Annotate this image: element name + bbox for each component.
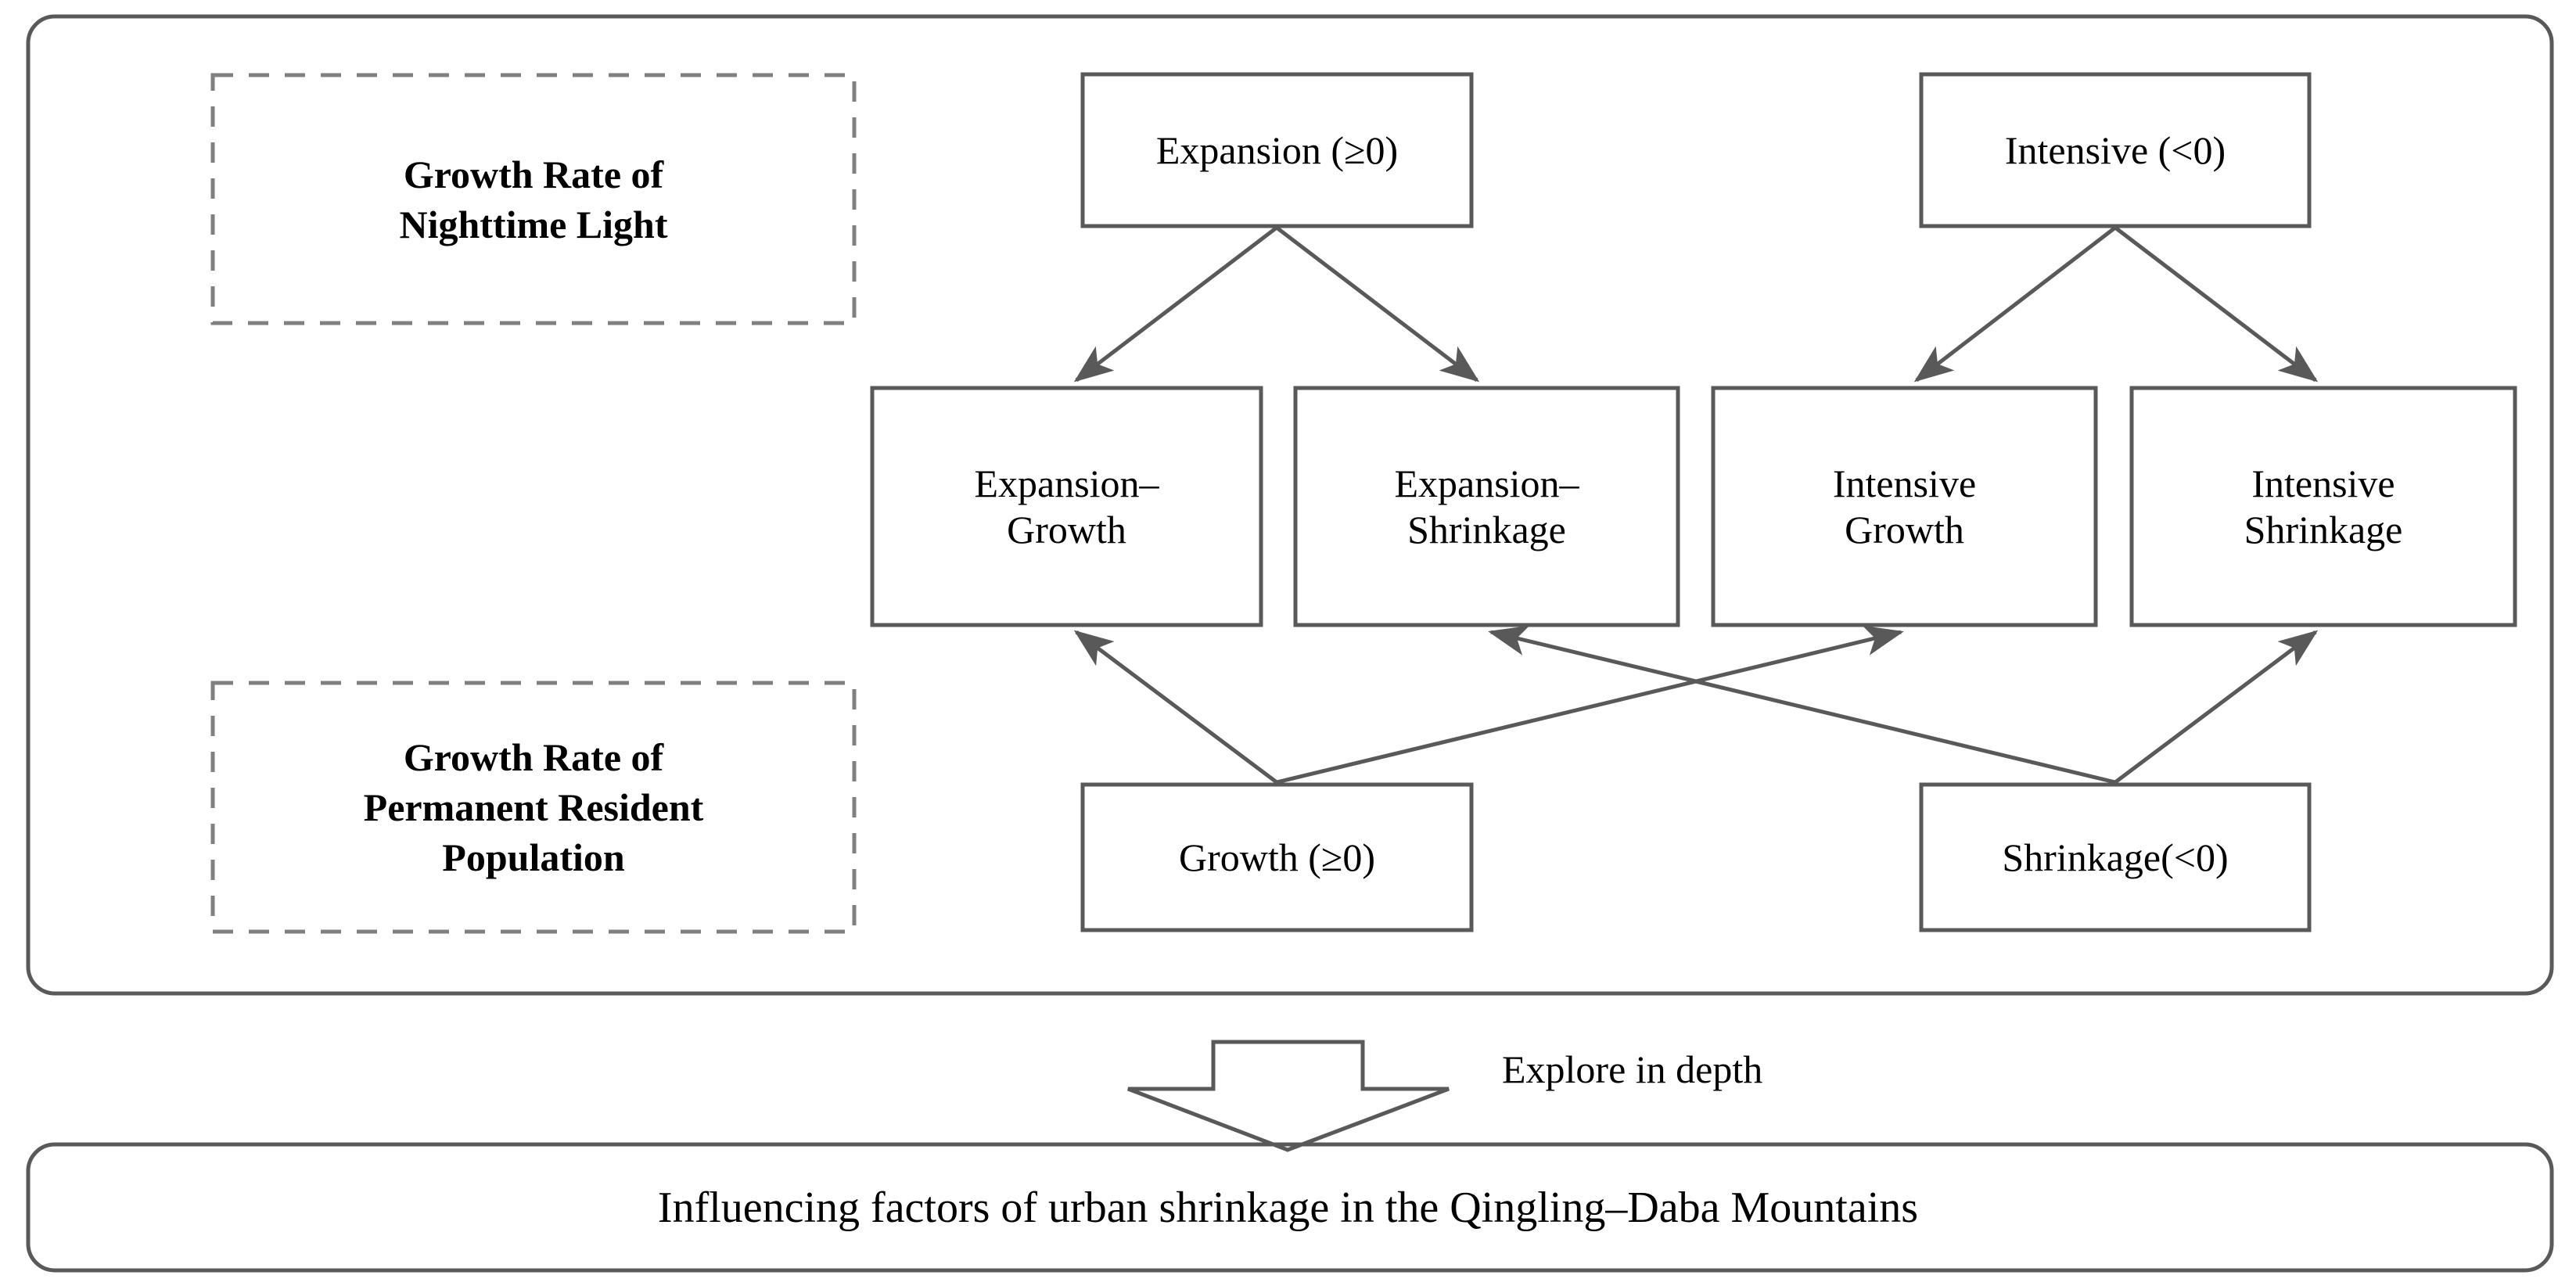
edge-expansion-to-expansion-growth <box>1073 226 1278 383</box>
edge-growth-to-intensive-growth <box>1276 625 1904 785</box>
node-box-shrinkage <box>1919 782 2312 932</box>
explore-in-depth-label: Explore in depth <box>1502 1047 1763 1091</box>
legend-box-nighttime-light <box>210 73 857 325</box>
legend-label-nighttime-light: Growth Rate of Nighttime Light <box>399 152 668 246</box>
node-shrinkage[interactable] <box>1921 785 2309 930</box>
node-box-expansion-shrinkage <box>1293 386 1680 627</box>
legend-box-population <box>210 681 857 934</box>
node-box-intensive <box>1919 72 2312 228</box>
edge-intensive-to-intensive-shrinkage <box>2114 226 2319 383</box>
edge-expansion-to-expansion-shrinkage <box>1275 226 1480 383</box>
edge-shrinkage-to-expansion-shrinkage <box>1488 625 2116 785</box>
edge-growth-to-expansion-growth <box>1073 630 1278 784</box>
node-box-expansion-growth <box>870 386 1263 627</box>
node-box-intensive-growth <box>1711 386 2098 627</box>
edge-shrinkage-to-intensive-shrinkage <box>2114 630 2319 784</box>
edge-intensive-to-intensive-growth <box>1913 226 2117 383</box>
footer-panel[interactable] <box>28 1144 2552 1270</box>
footer-title: Influencing factors of urban shrinkage i… <box>657 1183 1919 1232</box>
node-box-growth <box>1080 782 1474 932</box>
node-intensive-growth[interactable] <box>1713 388 2096 625</box>
upper-panel-border <box>26 14 2554 996</box>
node-expansion-growth[interactable] <box>872 388 1261 625</box>
node-box-expansion <box>1080 72 1474 228</box>
node-box-intensive-shrinkage <box>2129 386 2517 627</box>
node-expansion[interactable] <box>1083 74 1471 226</box>
node-intensive[interactable] <box>1921 74 2309 226</box>
legend-label-population: Growth Rate of Permanent Resident Popula… <box>363 735 704 879</box>
node-intensive-shrinkage[interactable] <box>2132 388 2515 625</box>
node-expansion-shrinkage[interactable] <box>1295 388 1678 625</box>
down-block-arrow-icon <box>1127 1040 1450 1152</box>
footer-panel-border <box>26 1142 2554 1273</box>
node-growth[interactable] <box>1083 785 1471 930</box>
